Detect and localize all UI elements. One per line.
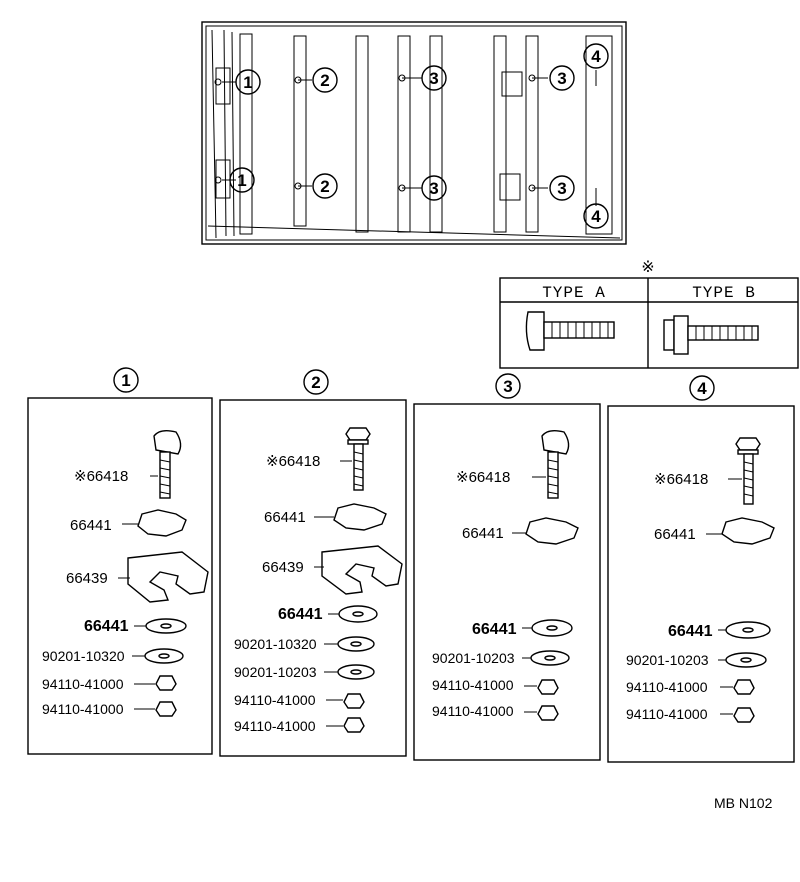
group-1-panel: 1 ※66418 66441 66439 66441 90201-10320 9… — [27, 367, 213, 755]
part-66441: 66441 — [462, 525, 504, 542]
t-bolt-icon — [153, 429, 182, 499]
part-94110-41000: 94110-41000 — [42, 676, 124, 692]
diagram-code: MB N102 — [714, 795, 773, 811]
callout-4-lower: 4 — [583, 203, 609, 229]
callout-3b-upper: 3 — [549, 65, 575, 91]
type-a-header: TYPE A — [542, 284, 606, 302]
part-66441-b: 66441 — [668, 623, 713, 640]
nut-icon — [155, 701, 177, 717]
group-4-panel: 4 ※66418 66441 66441 90201-10203 94110-4… — [607, 375, 795, 763]
part-94110-41000-b: 94110-41000 — [432, 703, 514, 719]
octagon-washer-icon — [721, 517, 775, 545]
nut-icon — [343, 693, 365, 709]
octagon-washer-icon — [333, 503, 387, 531]
svg-text:1: 1 — [237, 171, 246, 190]
frame-callouts: 1 1 2 2 3 3 3 3 4 4 — [229, 43, 609, 229]
part-90201-10203: 90201-10203 — [432, 650, 515, 666]
part-66418: ※66418 — [654, 471, 708, 488]
washer-icon — [338, 605, 378, 623]
part-90201-10203: 90201-10203 — [234, 664, 317, 680]
type-table-mark: ※ — [641, 257, 654, 276]
group-1-number: 1 — [121, 371, 130, 390]
part-66441-b: 66441 — [84, 618, 129, 635]
part-66418: ※66418 — [266, 453, 320, 470]
type-b-bolt-icon — [663, 315, 759, 355]
nut-icon — [733, 679, 755, 695]
bed-frame-illustration — [201, 21, 627, 245]
part-94110-41000: 94110-41000 — [234, 692, 316, 708]
callout-2-lower: 2 — [312, 173, 338, 199]
svg-text:4: 4 — [591, 207, 601, 226]
nut-icon — [155, 675, 177, 691]
svg-text:3: 3 — [557, 179, 566, 198]
nut-icon — [537, 705, 559, 721]
clamp-plate-icon — [127, 551, 209, 603]
washer-icon — [725, 621, 771, 639]
octagon-washer-icon — [137, 509, 187, 537]
callout-2-upper: 2 — [312, 67, 338, 93]
washer-icon — [531, 619, 573, 637]
washer-icon — [530, 650, 570, 666]
hex-bolt-icon — [345, 427, 371, 491]
bolt-type-table: ※ TYPE A TYPE B — [499, 257, 799, 369]
part-66441: 66441 — [70, 517, 112, 534]
washer-icon — [337, 636, 375, 652]
washer-icon — [337, 664, 375, 680]
part-66418: ※66418 — [74, 468, 128, 485]
part-90201-10320: 90201-10320 — [42, 648, 125, 664]
nut-icon — [343, 717, 365, 733]
group-3-panel: 3 ※66418 66441 66441 90201-10203 94110-4… — [413, 373, 601, 761]
callout-3-upper: 3 — [421, 65, 447, 91]
callout-3-lower: 3 — [421, 175, 447, 201]
part-66418: ※66418 — [456, 469, 510, 486]
part-94110-41000: 94110-41000 — [626, 679, 708, 695]
washer-icon — [145, 618, 187, 634]
part-94110-41000-b: 94110-41000 — [626, 706, 708, 722]
type-a-bolt-icon — [525, 311, 615, 351]
part-66439: 66439 — [262, 559, 304, 576]
svg-text:3: 3 — [429, 69, 438, 88]
callout-1-lower: 1 — [229, 167, 255, 193]
svg-text:4: 4 — [591, 47, 601, 66]
part-66439: 66439 — [66, 570, 108, 587]
part-90201-10203: 90201-10203 — [626, 652, 709, 668]
callout-1-upper: 1 — [235, 69, 261, 95]
callout-4-upper: 4 — [583, 43, 609, 69]
group-3-number: 3 — [503, 377, 512, 396]
nut-icon — [733, 707, 755, 723]
washer-icon — [725, 652, 767, 668]
part-66441: 66441 — [264, 509, 306, 526]
group-2-panel: 2 ※66418 66441 66439 66441 90201-10320 9… — [219, 369, 407, 757]
part-94110-41000-b: 94110-41000 — [234, 718, 316, 734]
washer-icon — [144, 648, 184, 664]
svg-text:1: 1 — [243, 73, 252, 92]
part-66441: 66441 — [654, 526, 696, 543]
svg-text:3: 3 — [429, 179, 438, 198]
part-94110-41000-b: 94110-41000 — [42, 701, 124, 717]
type-b-header: TYPE B — [692, 284, 756, 302]
t-bolt-icon — [541, 429, 570, 499]
part-94110-41000: 94110-41000 — [432, 677, 514, 693]
part-90201-10320: 90201-10320 — [234, 636, 317, 652]
svg-text:2: 2 — [320, 177, 329, 196]
svg-text:2: 2 — [320, 71, 329, 90]
part-66441-b: 66441 — [472, 621, 517, 638]
callout-3b-lower: 3 — [549, 175, 575, 201]
group-4-number: 4 — [697, 379, 707, 398]
svg-text:3: 3 — [557, 69, 566, 88]
hex-bolt-icon — [735, 437, 761, 505]
part-66441-b: 66441 — [278, 606, 323, 623]
nut-icon — [537, 679, 559, 695]
octagon-washer-icon — [525, 517, 579, 545]
clamp-plate-icon — [321, 545, 403, 595]
group-2-number: 2 — [311, 373, 320, 392]
